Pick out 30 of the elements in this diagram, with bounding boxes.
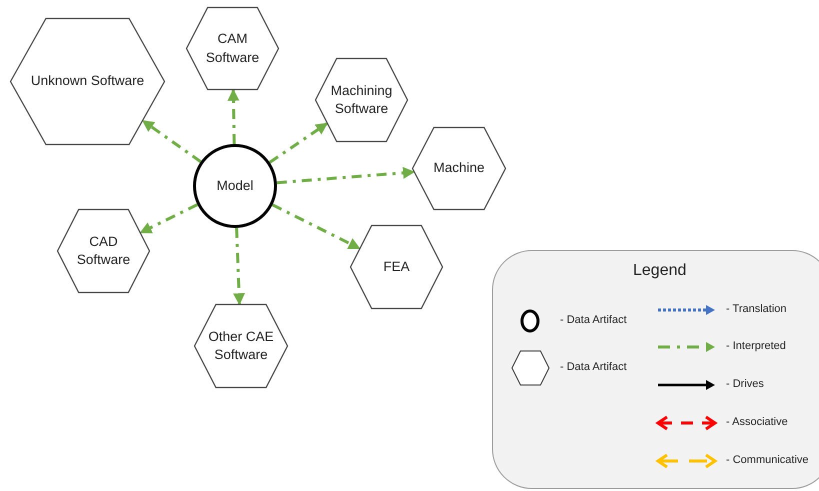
legend-title: Legend (633, 262, 686, 280)
node-label: Machine (433, 159, 485, 178)
node-label: Other CAE Software (207, 328, 275, 364)
arrow (268, 122, 328, 164)
node-label: CAD Software (76, 232, 132, 269)
node-label: FEA (383, 258, 410, 276)
legend-label: - Interpreted (726, 340, 786, 352)
legend-label: - Communicative (726, 454, 809, 466)
hexagon-node (315, 58, 408, 142)
legend-label: - Translation (726, 303, 787, 315)
arrow (140, 203, 198, 234)
node-label: Machining Software (330, 82, 394, 118)
legend-label: - Data Artifact (560, 314, 627, 326)
legend-label: - Drives (726, 378, 764, 390)
arrow (276, 166, 416, 184)
node-label: Unknown Software (30, 72, 144, 90)
node-label: CAM Software (204, 30, 260, 66)
hexagon-node (57, 209, 150, 293)
hexagon-node (10, 18, 165, 145)
arrow (233, 228, 246, 306)
hexagon-node (350, 225, 443, 309)
legend-label: - Data Artifact (560, 361, 627, 373)
hexagon-node (186, 7, 279, 90)
hexagon-node (194, 304, 288, 388)
hexagon-node (412, 127, 506, 210)
legend-label: - Associative (726, 416, 788, 428)
arrow (142, 120, 202, 163)
arrow (272, 203, 361, 250)
node-label: Model (216, 176, 254, 195)
arrow (227, 88, 240, 144)
